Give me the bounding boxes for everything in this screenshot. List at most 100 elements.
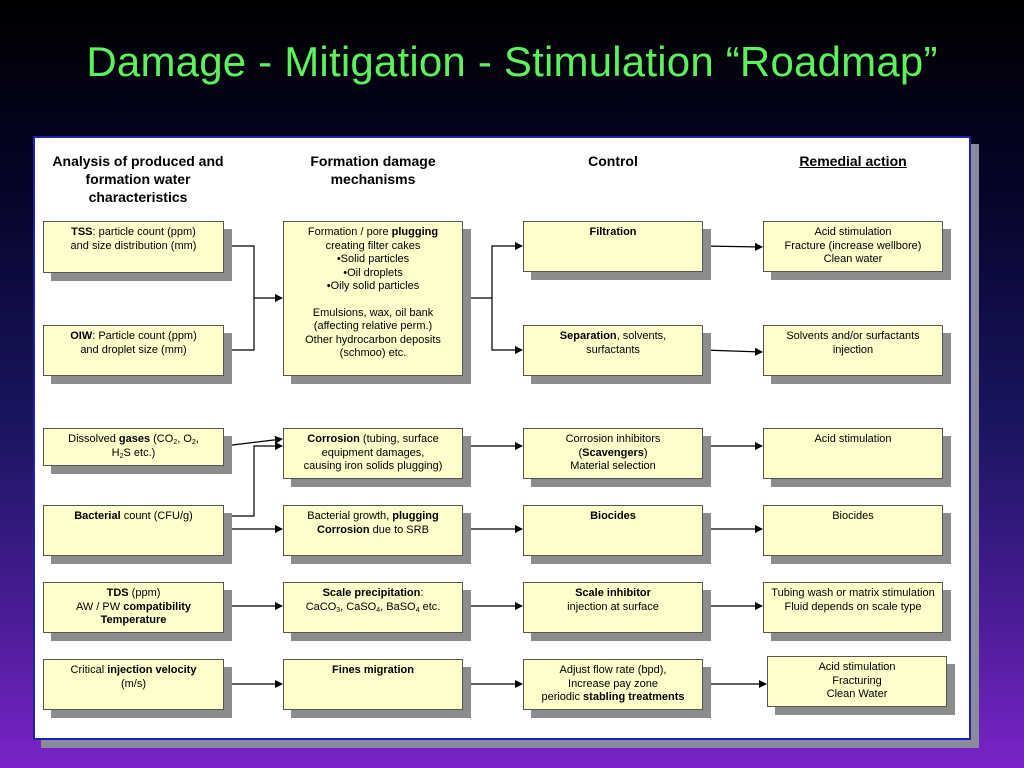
- tds-temperature: Temperature: [100, 614, 167, 626]
- ci-scavengers: Scavengers: [582, 446, 644, 459]
- header-remedial-text: Remedial action: [799, 153, 907, 169]
- sp-text-2: CaCO: [305, 600, 337, 613]
- cor-text-1: (tubing, surface: [359, 433, 439, 445]
- box-gases: Dissolved gases (CO2, O2, H2S etc.): [43, 428, 224, 466]
- sp-sub-2: 4: [376, 606, 381, 614]
- plug-text-1: Formation / pore: [307, 226, 392, 238]
- gas-sub-3: 2: [119, 452, 124, 460]
- af-text-3: periodic: [541, 691, 584, 703]
- bacterial-text: count (CFU/g): [120, 510, 193, 522]
- gas-sub-2: 2: [191, 439, 196, 446]
- plug-text-5: •Oily solid particles: [326, 280, 420, 292]
- oiw-label: OIW: [70, 330, 93, 342]
- cor-text-2: equipment damages,: [321, 446, 425, 459]
- inj-text-1: Critical: [70, 664, 108, 676]
- fm-label: Fines migration: [332, 664, 414, 676]
- plug-text-6: Emulsions, wax, oil bank: [312, 306, 434, 319]
- sp-sub-3: 4: [415, 606, 420, 614]
- plug-text-8: Other hydrocarbon deposits: [305, 333, 441, 346]
- gas-text-5: H: [111, 446, 120, 459]
- r5-text-1: Tubing wash or matrix stimulation: [771, 587, 935, 599]
- box-adjust-flow: Adjust flow rate (bpd), Increase pay zon…: [523, 659, 703, 710]
- inj-label: injection velocity: [107, 664, 197, 676]
- gas-label: gases: [118, 433, 151, 445]
- ci-text-2: (: [578, 446, 583, 459]
- box-scale-inhibitor: Scale inhibitor injection at surface: [523, 582, 703, 633]
- box-bacterial: Bacterial count (CFU/g): [43, 505, 224, 556]
- box-biocides: Biocides: [523, 505, 703, 556]
- af-text-1: Adjust flow rate (bpd),: [559, 664, 667, 676]
- bg-plugging: plugging: [392, 510, 439, 522]
- bg-corrosion: Corrosion: [317, 523, 370, 536]
- box-filtration: Filtration: [523, 221, 703, 272]
- box-separation: Separation, solvents, surfactants: [523, 325, 703, 376]
- box-remedial-4: Biocides: [763, 505, 943, 556]
- plug-text-9: (schmoo) etc.: [339, 347, 407, 359]
- tds-label: TDS: [106, 587, 129, 599]
- connector-oiw: [224, 298, 255, 351]
- plug-text-2: creating filter cakes: [325, 239, 421, 252]
- sp-sub-1: 3: [336, 606, 341, 614]
- r1-text-1: Acid stimulation: [814, 226, 892, 238]
- box-remedial-6: Acid stimulation Fracturing Clean Water: [767, 656, 947, 707]
- box-injection: Critical injection velocity (m/s): [43, 659, 224, 710]
- box-oiw: OIW: Particle count (ppm) and droplet si…: [43, 325, 224, 376]
- box-remedial-2: Solvents and/or surfactants injection: [763, 325, 943, 376]
- header-mechanisms: Formation damage mechanisms: [310, 153, 436, 187]
- connector-bac-up: [224, 442, 283, 517]
- tss-text-2: and size distribution (mm): [70, 239, 197, 252]
- r1-text-3: Clean water: [823, 253, 883, 265]
- sp-text-4: , BaSO: [380, 600, 416, 613]
- plug-text-7: (affecting relative perm.): [313, 320, 433, 332]
- box-scale-precipitation: Scale precipitation: CaCO3, CaSO4, BaSO4…: [283, 582, 463, 633]
- filtration-label: Filtration: [589, 226, 637, 238]
- gas-text-3: , O: [177, 433, 192, 445]
- connector-filt: [491, 242, 523, 298]
- bg-text-1: Bacterial growth,: [307, 510, 393, 522]
- tss-text-1: : particle count (ppm): [92, 226, 196, 238]
- r1-text-2: Fracture (increase wellbore): [784, 239, 922, 252]
- box-tds: TDS (ppm) AW / PW compatibility Temperat…: [43, 582, 224, 633]
- header-control: Control: [588, 153, 638, 169]
- oiw-text-2: and droplet size (mm): [80, 343, 187, 356]
- si-text-1: injection at surface: [567, 600, 659, 613]
- gas-text-6: S etc.): [123, 446, 156, 459]
- ci-text-1: Corrosion inhibitors: [565, 433, 661, 445]
- sp-label: Scale precipitation: [322, 587, 421, 599]
- gas-text-2: (CO: [150, 433, 174, 445]
- plug-text-3: •Solid particles: [336, 253, 410, 265]
- ci-text-3: ): [643, 446, 648, 459]
- af-text-2: Increase pay zone: [568, 677, 658, 690]
- sp-text-1: :: [420, 587, 424, 599]
- box-remedial-1: Acid stimulation Fracture (increase well…: [763, 221, 943, 272]
- tss-label: TSS: [71, 226, 93, 238]
- sp-text-5: etc.: [419, 600, 441, 613]
- box-corrosion: Corrosion (tubing, surface equipment dam…: [283, 428, 463, 479]
- sep-text-2: surfactants: [586, 343, 640, 356]
- page-title: Damage - Mitigation - Stimulation “Roadm…: [86, 38, 938, 85]
- r4-text-1: Biocides: [832, 510, 874, 522]
- corrosion-label: Corrosion: [307, 433, 360, 445]
- header-remedial: Remedial action: [773, 152, 933, 170]
- tds-text-1: (ppm): [128, 587, 161, 599]
- cor-text-3: causing iron solids plugging): [303, 460, 443, 472]
- connector-filt-rem: [702, 242, 763, 251]
- r5-text-2: Fluid depends on scale type: [784, 600, 922, 613]
- biocides-label: Biocides: [590, 510, 636, 522]
- connector-sep-rem: [702, 347, 763, 356]
- r6-text-3: Clean Water: [826, 688, 888, 700]
- tds-compat: compatibility: [123, 600, 192, 613]
- plug-text-4: •Oil droplets: [343, 266, 403, 279]
- sp-text-3: , CaSO: [340, 600, 377, 613]
- inj-text-2: (m/s): [120, 677, 147, 690]
- oiw-text-1: : Particle count (ppm): [92, 330, 197, 342]
- r6-text-1: Acid stimulation: [818, 661, 896, 673]
- gas-sub-1: 2: [173, 439, 178, 446]
- bacterial-label: Bacterial: [74, 510, 121, 522]
- box-bacterial-growth: Bacterial growth, plugging Corrosion due…: [283, 505, 463, 556]
- box-tss: TSS: particle count (ppm) and size distr…: [43, 221, 224, 273]
- header-analysis: Analysis of produced and formation water…: [52, 153, 224, 205]
- connector-tss: [224, 245, 283, 302]
- box-fines-migration: Fines migration: [283, 659, 463, 710]
